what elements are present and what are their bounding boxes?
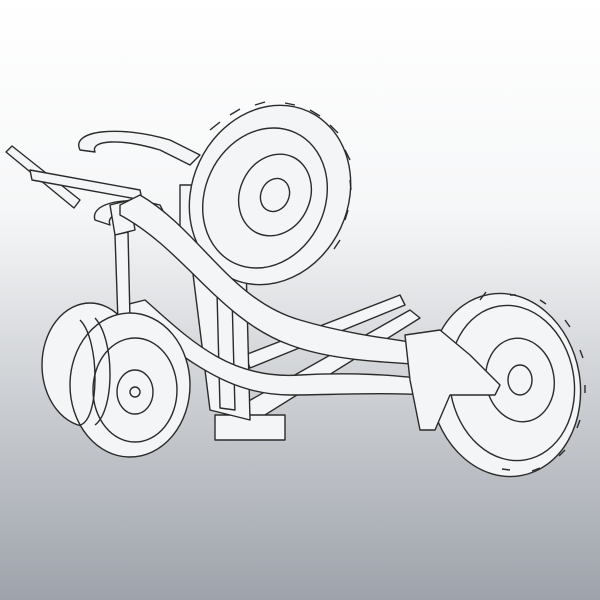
right-wheel-fork <box>404 329 501 431</box>
left-twin-wheels <box>41 302 191 458</box>
top-rear-wheel <box>188 101 352 286</box>
front-right-wheel <box>428 291 586 478</box>
